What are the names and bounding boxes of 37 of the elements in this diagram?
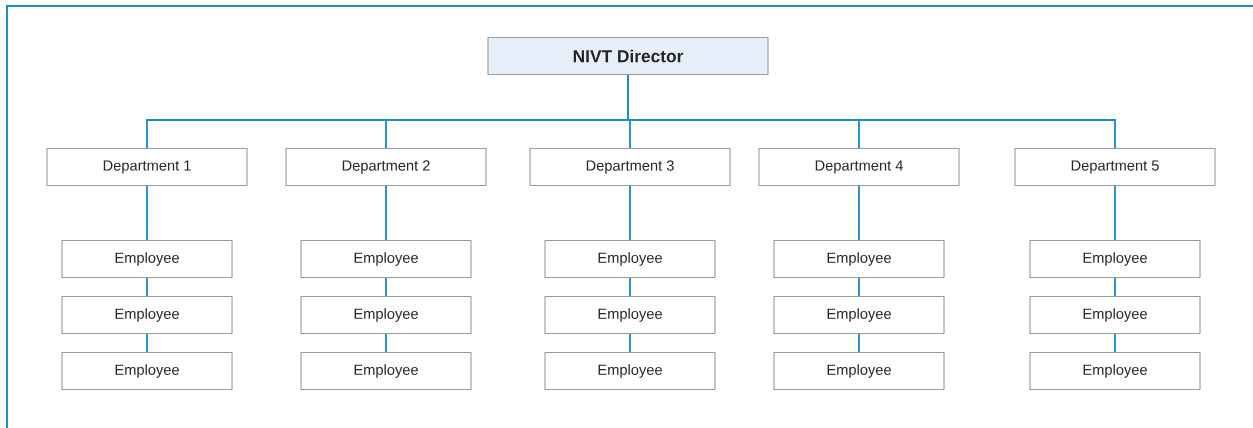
department-box: Department 2: [285, 147, 487, 187]
connector-line: [627, 74, 1116, 149]
employee-box: Employee: [61, 295, 233, 335]
connector-line: [146, 277, 148, 297]
employee-box: Employee: [544, 351, 716, 391]
employee-box: Employee: [61, 351, 233, 391]
connector-line: [629, 333, 631, 353]
employee-box: Employee: [1029, 295, 1201, 335]
employee-box: Employee: [773, 239, 945, 279]
connector-line: [629, 185, 631, 241]
employee-box: Employee: [544, 295, 716, 335]
employee-box: Employee: [300, 351, 472, 391]
connector-line: [146, 185, 148, 241]
connector-line: [146, 333, 148, 353]
connector-line: [1114, 185, 1116, 241]
department-box: Department 1: [46, 147, 248, 187]
employee-box: Employee: [773, 295, 945, 335]
connector-line: [385, 333, 387, 353]
director-box: NIVT Director: [487, 36, 769, 76]
employee-box: Employee: [300, 239, 472, 279]
department-box: Department 4: [758, 147, 960, 187]
department-box: Department 3: [529, 147, 731, 187]
employee-box: Employee: [300, 295, 472, 335]
connector-line: [629, 277, 631, 297]
employee-box: Employee: [1029, 239, 1201, 279]
connector-line: [385, 185, 387, 241]
employee-box: Employee: [544, 239, 716, 279]
connector-line: [858, 333, 860, 353]
employee-box: Employee: [773, 351, 945, 391]
connector-line: [1114, 333, 1116, 353]
connector-line: [1114, 277, 1116, 297]
employee-box: Employee: [61, 239, 233, 279]
connector-line: [385, 277, 387, 297]
connector-line: [858, 277, 860, 297]
employee-box: Employee: [1029, 351, 1201, 391]
department-box: Department 5: [1014, 147, 1216, 187]
connector-line: [858, 185, 860, 241]
